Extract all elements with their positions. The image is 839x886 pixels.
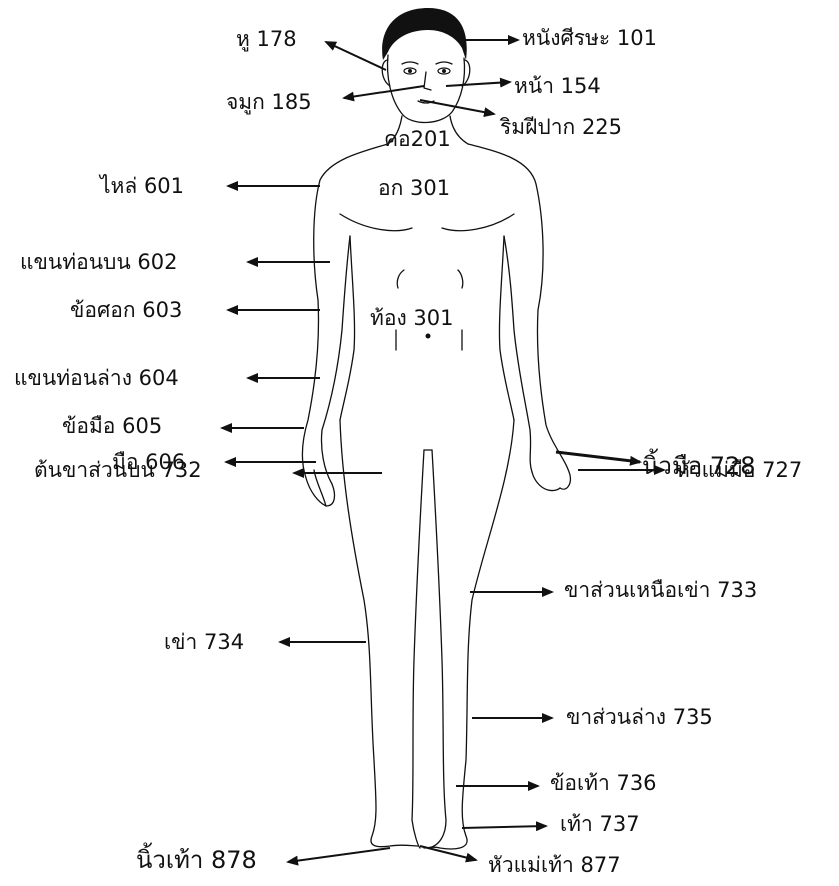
chest-line-right xyxy=(442,214,514,231)
label-foot: เท้า 737 xyxy=(560,814,640,835)
label-elbow: ข้อศอก 603 xyxy=(70,300,182,321)
left-arm-inner xyxy=(321,236,350,484)
label-lower-leg: ขาส่วนล่าง 735 xyxy=(566,707,713,728)
label-scalp: หนังศีรษะ 101 xyxy=(522,28,657,49)
right-arm-inner xyxy=(504,236,532,472)
label-forearm: แขนท่อนล่าง 604 xyxy=(14,368,179,389)
label-shoulder: ไหล่ 601 xyxy=(100,176,184,197)
left-leg-outer xyxy=(340,420,418,847)
label-big-toe: หัวแม่เท้า 877 xyxy=(488,855,621,876)
torso-right xyxy=(499,236,514,420)
left-leg-inner xyxy=(412,450,424,848)
shoulder-left xyxy=(320,144,388,180)
nose-shape xyxy=(424,72,431,90)
arrow-big-toe xyxy=(420,846,476,860)
left-hand xyxy=(314,470,334,506)
label-abdomen: ท้อง 301 xyxy=(370,308,453,329)
arrow-face xyxy=(446,82,510,86)
label-nose: จมูก 185 xyxy=(226,92,312,113)
label-finger: นิ้วมือ 728 xyxy=(642,454,756,478)
right-leg-inner xyxy=(428,450,446,848)
label-upper-arm: แขนท่อนบน 602 xyxy=(20,252,178,273)
label-ankle: ข้อเท้า 736 xyxy=(550,773,657,794)
arrow-toe xyxy=(288,848,390,862)
neck-right xyxy=(450,116,468,144)
label-lips: ริมฝีปาก 225 xyxy=(500,117,622,138)
label-knee: เข่า 734 xyxy=(164,632,244,653)
label-above-knee: ขาส่วนเหนือเข่า 733 xyxy=(564,580,757,601)
arrow-nose xyxy=(344,86,424,98)
label-neck: คอ201 xyxy=(384,129,451,150)
shoulder-right xyxy=(468,144,536,184)
label-chest: อก 301 xyxy=(378,178,450,199)
right-hand xyxy=(532,472,560,491)
arrow-finger xyxy=(556,452,640,462)
hair-shape xyxy=(382,8,467,60)
navel-dot xyxy=(426,334,431,339)
label-face: หน้า 154 xyxy=(514,76,601,97)
label-upper-thigh: ต้นขาส่วนบน 732 xyxy=(34,460,202,481)
right-arm-outer xyxy=(536,184,570,489)
chest-line-left xyxy=(340,214,412,231)
arrow-ear xyxy=(326,42,386,70)
right-leg-outer xyxy=(424,420,514,849)
label-ear: หู 178 xyxy=(236,29,297,50)
arrow-foot xyxy=(462,826,546,828)
label-toe: นิ้วเท้า 878 xyxy=(136,848,257,872)
label-wrist: ข้อมือ 605 xyxy=(62,416,162,437)
